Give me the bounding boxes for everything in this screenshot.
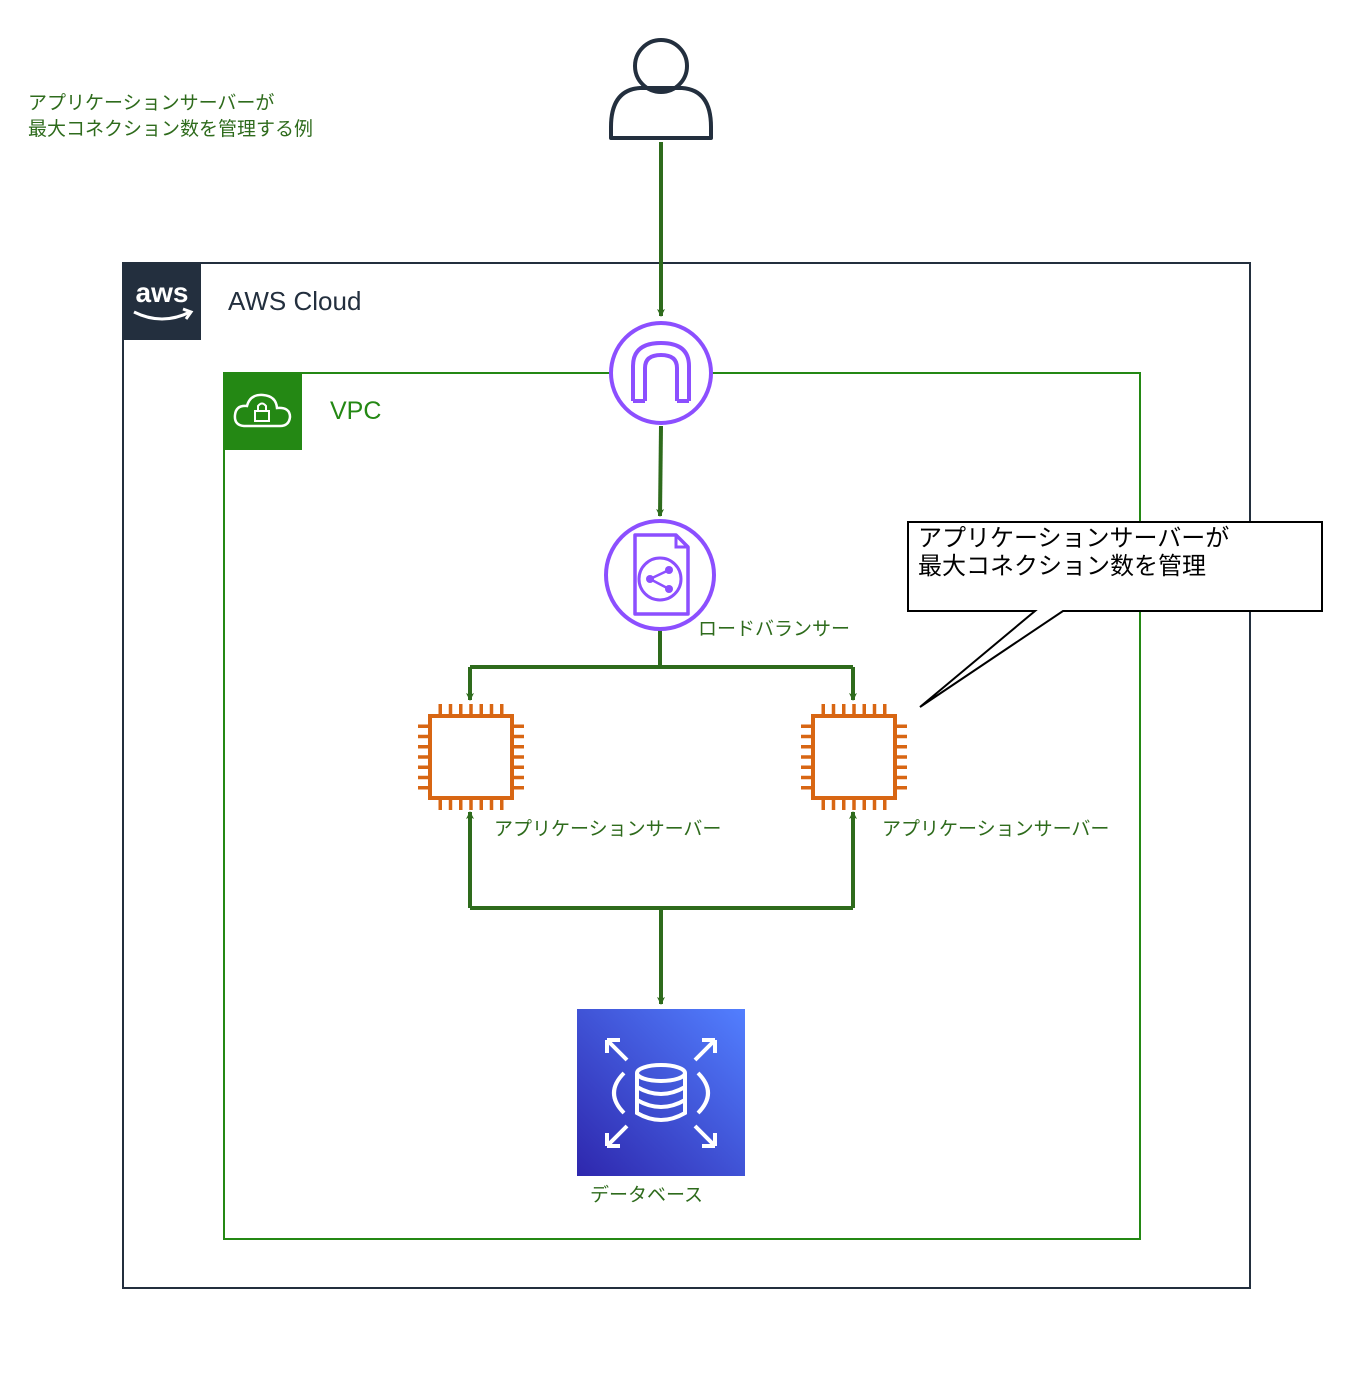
callout-text: アプリケーションサーバーが 最大コネクション数を管理	[918, 524, 1229, 580]
vpc-label: VPC	[330, 397, 382, 425]
app-server-2-label: アプリケーションサーバー	[882, 818, 1110, 840]
connectors	[466, 142, 857, 1005]
internet-gateway-icon	[609, 321, 713, 425]
ec2-instance-icon	[418, 704, 524, 810]
database-label: データベース	[590, 1184, 704, 1206]
title-line-1: アプリケーションサーバーが	[28, 92, 275, 114]
rds-database-icon	[577, 1009, 745, 1176]
load-balancer-label: ロードバランサー	[698, 618, 851, 640]
user-icon	[609, 38, 713, 140]
load-balancer-icon	[604, 519, 716, 631]
vpc-cloud-lock-icon	[224, 373, 302, 450]
callout-line-1: アプリケーションサーバーが	[918, 524, 1230, 552]
arrow-gateway-to-lb	[656, 425, 665, 517]
callout-line-2: 最大コネクション数を管理	[918, 552, 1206, 580]
aws-cloud-label: AWS Cloud	[228, 286, 362, 316]
aws-cloud-group	[122, 262, 1251, 1289]
app-server-1-label: アプリケーションサーバー	[494, 818, 722, 840]
callout-box	[907, 521, 1323, 708]
title-line-2: 最大コネクション数を管理する例	[28, 118, 314, 140]
aws-logo-icon: aws	[123, 263, 201, 340]
svg-text:aws: aws	[136, 277, 189, 308]
diagram-title: アプリケーションサーバーが 最大コネクション数を管理する例	[28, 90, 448, 142]
ec2-instance-icon	[801, 704, 907, 810]
